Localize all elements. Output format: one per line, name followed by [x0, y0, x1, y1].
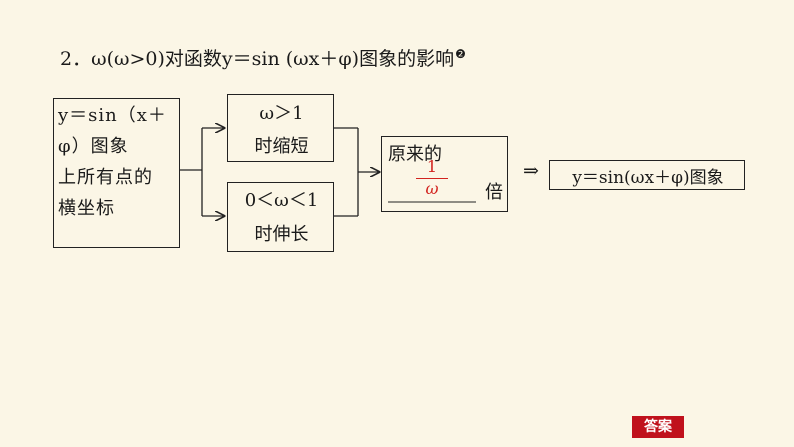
left-line-2: φ）图象: [58, 136, 129, 157]
left-line-3: 上所有点的: [58, 167, 153, 188]
note-marker: ❷: [455, 46, 466, 61]
omega-less-box: 0＜ω＜1 时伸长: [227, 182, 334, 252]
fraction-numerator: 1: [426, 157, 438, 176]
stretch-label: 时伸长: [254, 224, 309, 245]
times-label: 倍: [485, 182, 503, 203]
result-text: y＝sin(ωx＋φ)图象: [572, 168, 724, 188]
fraction-denominator: ω: [416, 178, 448, 198]
left-line-4: 横坐标: [58, 198, 115, 219]
shorten-label: 时缩短: [254, 136, 309, 157]
original-label: 原来的: [388, 144, 442, 165]
omega-greater-box: ω＞1 时缩短: [227, 94, 334, 162]
middle-box: 原来的 倍: [381, 136, 508, 212]
implies-arrow: ⇒: [523, 160, 539, 182]
left-line-1: y＝sin（x＋: [58, 105, 167, 126]
answer-fraction: 1 ω: [416, 158, 448, 198]
title-text: 2．ω(ω>0)对函数y＝sin (ωx＋φ)图象的影响: [60, 48, 455, 70]
section-title: 2．ω(ω>0)对函数y＝sin (ωx＋φ)图象的影响❷: [60, 44, 466, 71]
result-box: y＝sin(ωx＋φ)图象: [549, 160, 745, 190]
answer-button[interactable]: 答案: [632, 416, 684, 438]
left-box: y＝sin（x＋ φ）图象 上所有点的 横坐标: [53, 98, 180, 248]
omega-greater-condition: ω＞1: [259, 103, 304, 124]
omega-less-condition: 0＜ω＜1: [244, 190, 319, 211]
